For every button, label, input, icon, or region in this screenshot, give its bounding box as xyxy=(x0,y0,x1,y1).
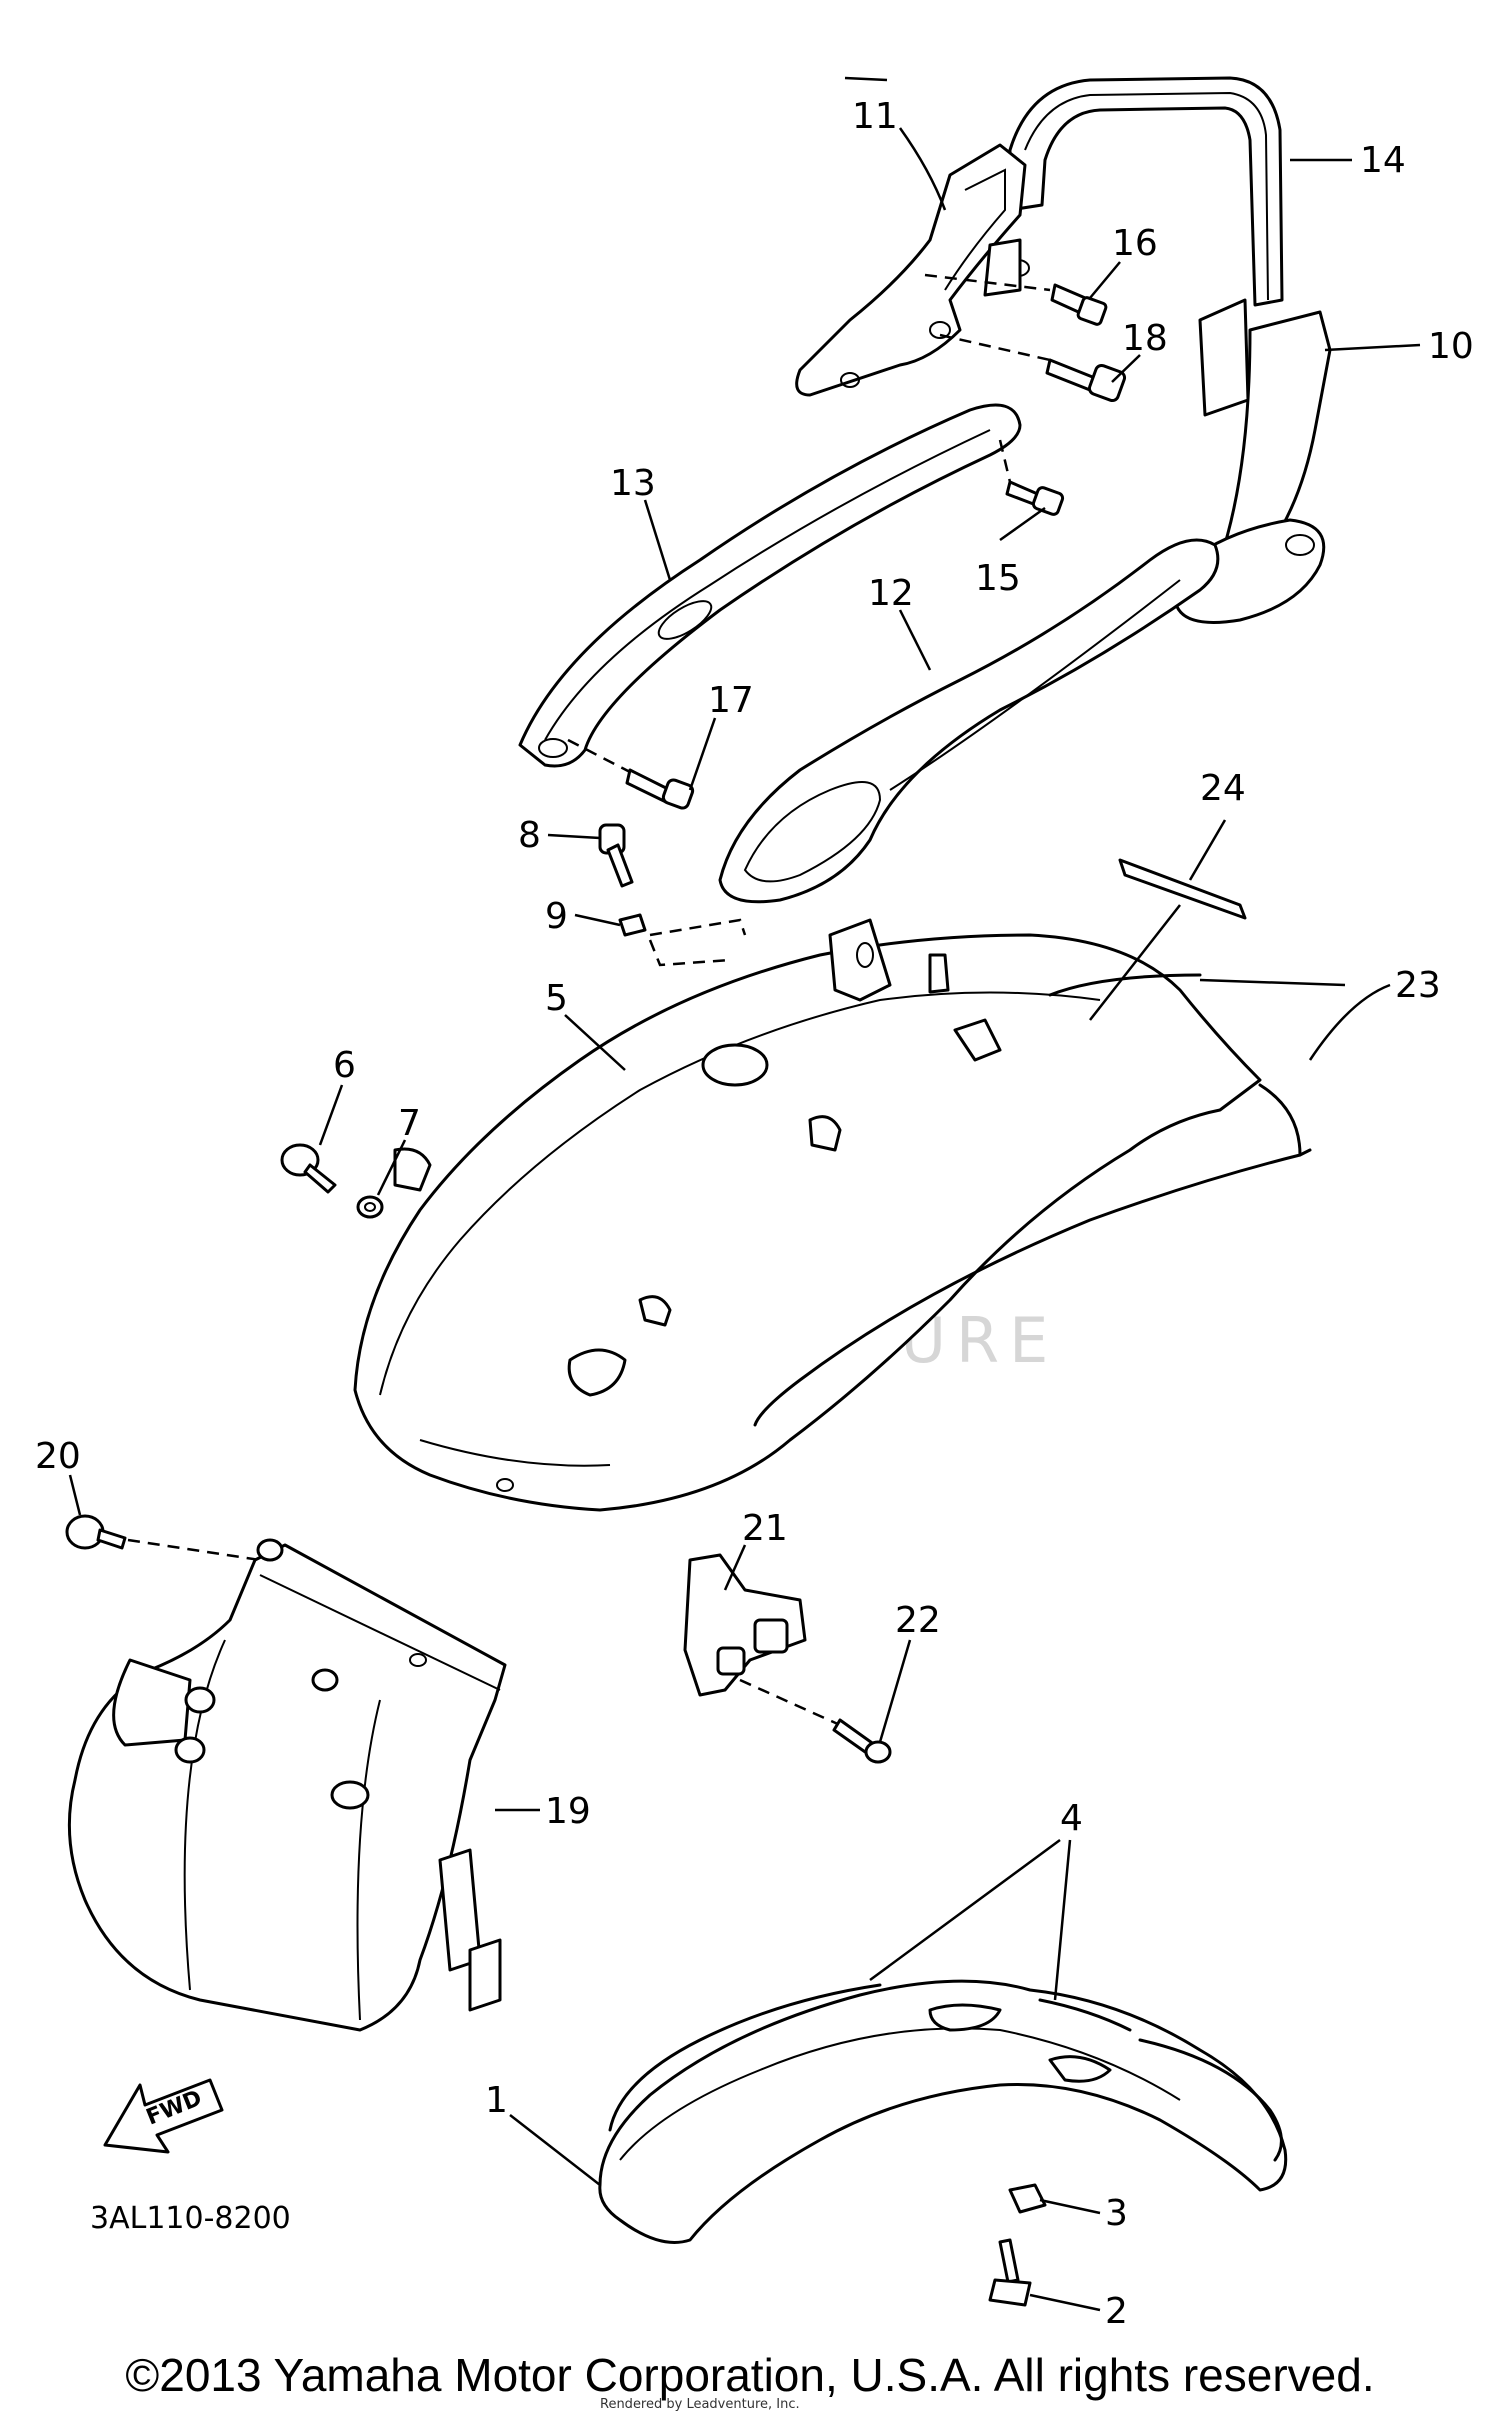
callout-18: 18 xyxy=(1122,318,1168,359)
part-23-trim-strip xyxy=(753,973,1312,1427)
callout-11: 11 xyxy=(852,96,898,137)
assembly-lines-upper xyxy=(567,273,1051,967)
part-14-backrest-bar xyxy=(1008,76,1284,417)
watermark-subtext: Rendered by Leadventure, Inc. xyxy=(600,2397,800,2412)
part-16-bolt xyxy=(1050,283,1108,326)
callout-1: 1 xyxy=(485,2080,508,2121)
callout-3: 3 xyxy=(1105,2193,1128,2234)
callout-8: 8 xyxy=(518,815,541,856)
callout-20: 20 xyxy=(35,1436,81,1477)
callout-21: 21 xyxy=(742,1508,788,1549)
part-4-trim-strips xyxy=(608,1983,1283,2162)
callout-17: 17 xyxy=(708,680,754,721)
part-17-bolt xyxy=(625,768,695,810)
part-22-screw xyxy=(832,1718,892,1764)
callout-19: 19 xyxy=(545,1791,591,1832)
callout-labels: 11 14 16 18 10 13 15 12 17 24 8 9 23 5 6… xyxy=(35,96,1474,2332)
callout-5: 5 xyxy=(545,978,568,1019)
callout-7: 7 xyxy=(398,1103,421,1144)
part-20-bolt xyxy=(65,1514,127,1550)
leader-lines xyxy=(68,76,1421,2312)
callout-24: 24 xyxy=(1200,768,1246,809)
callout-4: 4 xyxy=(1060,1798,1083,1839)
assembly-line-22 xyxy=(739,1678,841,1727)
part-18-bolt xyxy=(1045,358,1127,403)
callout-13: 13 xyxy=(610,463,656,504)
part-15-bolt xyxy=(1005,480,1065,516)
callout-9: 9 xyxy=(545,896,568,937)
callout-23: 23 xyxy=(1395,965,1441,1006)
assembly-line-20 xyxy=(127,1538,261,1562)
part-2-bolt xyxy=(988,2238,1032,2307)
part-24-emblem xyxy=(1118,858,1247,920)
callout-12: 12 xyxy=(868,573,914,614)
part-8-bolt xyxy=(598,823,634,888)
part-3-nut xyxy=(1008,2183,1047,2214)
copyright-notice: ©2013 Yamaha Motor Corporation, U.S.A. A… xyxy=(125,2349,1375,2401)
part-11-bracket xyxy=(795,143,1030,397)
part-21-bracket xyxy=(683,1553,807,1697)
part-6-bolt xyxy=(280,1143,337,1194)
part-1-front-fender xyxy=(598,1979,1288,2244)
callout-2: 2 xyxy=(1105,2291,1128,2332)
part-5-rear-fender xyxy=(353,918,1262,1512)
callout-14: 14 xyxy=(1360,140,1406,181)
part-9-nut xyxy=(618,913,647,937)
callout-15: 15 xyxy=(975,558,1021,599)
callout-6: 6 xyxy=(333,1045,356,1086)
callout-10: 10 xyxy=(1428,326,1474,367)
callout-16: 16 xyxy=(1112,223,1158,264)
part-19-mudguard xyxy=(67,1538,507,2032)
fwd-arrow-icon: FWD xyxy=(103,2078,224,2154)
part-12-right-rail xyxy=(718,538,1220,904)
part-13-left-rail xyxy=(518,403,1022,768)
part-code: 3AL110-8200 xyxy=(90,2201,291,2236)
callout-22: 22 xyxy=(895,1600,941,1641)
part-10-side-cover xyxy=(1173,310,1332,624)
part-7-nut xyxy=(356,1195,384,1219)
